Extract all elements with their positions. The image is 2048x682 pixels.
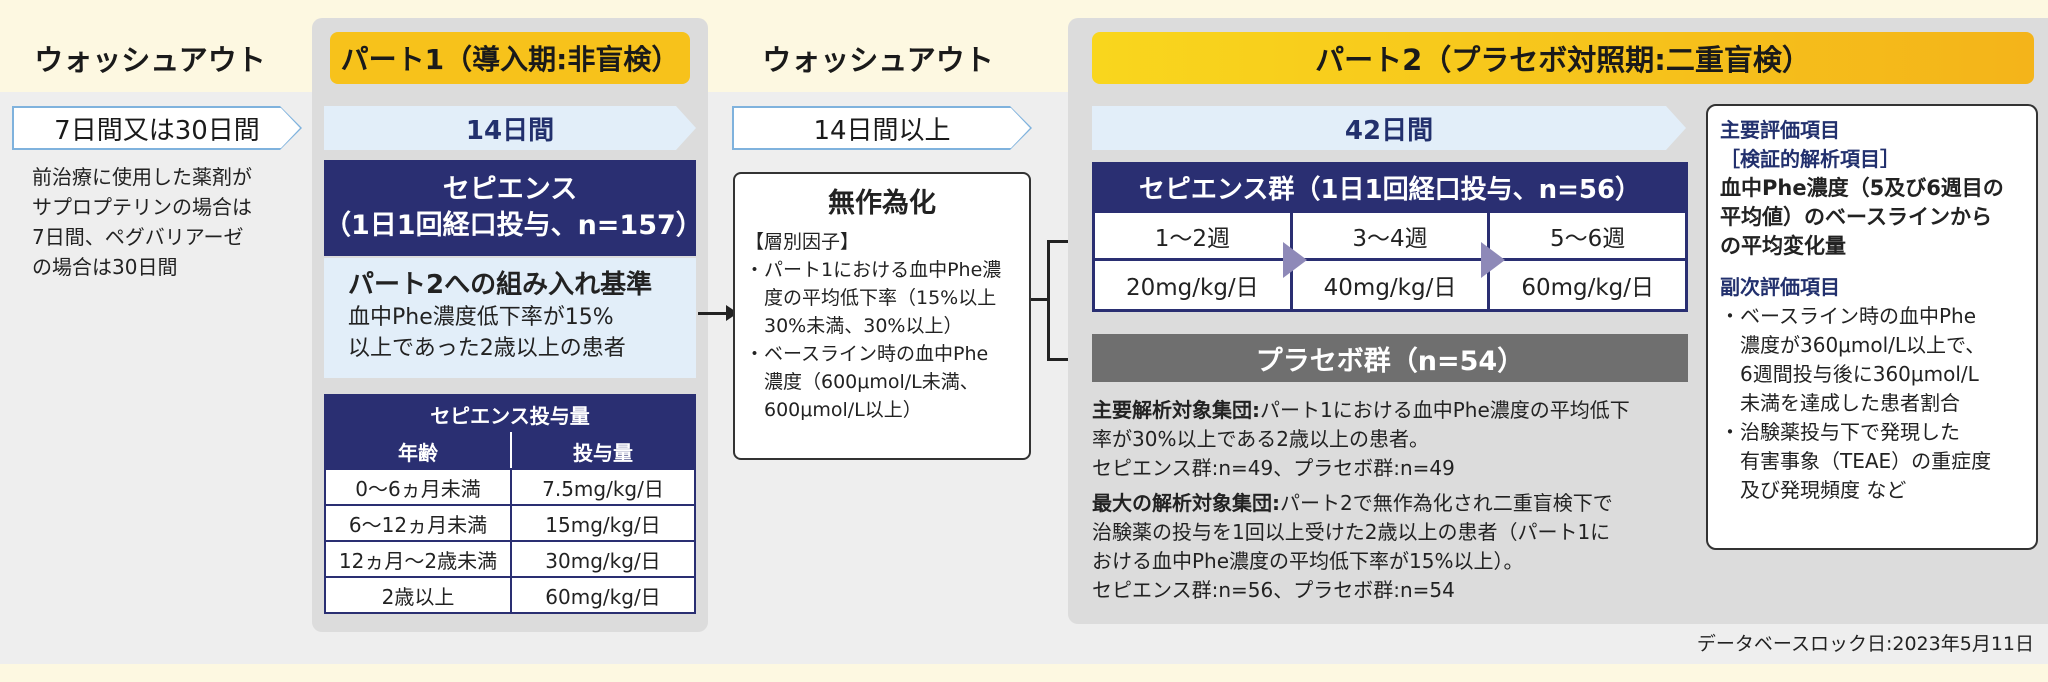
primary-line: の平均変化量	[1720, 234, 1846, 258]
full-analysis-text: 治験薬の投与を1回以上受けた2歳以上の患者（パート1に	[1092, 520, 1611, 544]
secondary-line: ・治験薬投与下で発現した	[1720, 420, 1960, 444]
full-analysis-text: おける血中Phe濃度の平均低下率が15%以上）。	[1092, 549, 1524, 573]
primary-endpoint-subtitle: ［検証的解析項目］	[1720, 147, 1900, 171]
washout1-note-line: サプロプテリンの場合は	[32, 195, 252, 219]
part1-drug-name: セピエンス	[442, 174, 578, 205]
step-arrow-icon	[1481, 242, 1505, 278]
strat-line: 濃度（600μmol/L未満、	[745, 371, 979, 393]
dose-table-header-row: 年齢 投与量	[324, 432, 696, 470]
part1-duration: 14日間	[324, 106, 696, 150]
strat-line: ・パート1における血中Phe濃	[745, 259, 1002, 281]
primary-endpoint-text: 血中Phe濃度（5及び6週目の 平均値）のベースラインから の平均変化量	[1720, 174, 2024, 261]
database-lock-date: データベースロック日:2023年5月11日	[1696, 633, 2034, 655]
dose-table-cell: 60mg/kg/日	[510, 576, 696, 614]
secondary-endpoint-title: 副次評価項目	[1720, 275, 1840, 299]
dose-table-header: 投与量	[510, 432, 696, 470]
criteria-title: パート2への組み入れ基準	[348, 270, 653, 300]
titration-step-1: 1～2週 20mg/kg/日	[1095, 213, 1293, 309]
part2-duration: 42日間	[1092, 106, 1686, 150]
part2-title: パート2（プラセボ対照期:二重盲検）	[1092, 32, 2034, 84]
full-analysis-line: 最大の解析対象集団:パート2で無作為化され二重盲検下で	[1092, 489, 1692, 518]
washout1-note: 前治療に使用した薬剤が サプロプテリンの場合は 7日間、ペグバリアーゼ の場合は…	[32, 162, 292, 282]
titration-dose: 60mg/kg/日	[1521, 275, 1655, 301]
secondary-line: 濃度が360μmol/L以上で、	[1720, 333, 1986, 357]
titration-grid: 1～2週 20mg/kg/日 3～4週 40mg/kg/日 5～6週 60mg/…	[1092, 210, 1688, 312]
secondary-line: 6週間投与後に360μmol/L	[1720, 362, 1979, 386]
titration-step-2: 3～4週 40mg/kg/日	[1292, 213, 1491, 309]
dose-table-title: セピエンス投与量	[324, 394, 696, 434]
dose-table-cell: 15mg/kg/日	[510, 504, 696, 542]
washout1-note-line: 7日間、ペグバリアーゼ	[32, 225, 244, 249]
primary-line: 血中Phe濃度（5及び6週目の	[1720, 176, 2004, 200]
full-analysis-counts: セピエンス群:n=56、プラセボ群:n=54	[1092, 578, 1455, 602]
branch-to-placebo	[1047, 358, 1073, 361]
stratification-label: 【層別因子】	[745, 231, 860, 253]
dose-table-row: 2歳以上 60mg/kg/日	[324, 576, 696, 614]
strat-line: ・ベースライン時の血中Phe	[745, 343, 989, 365]
dose-table: 年齢 投与量 0～6ヵ月未満 7.5mg/kg/日 6～12ヵ月未満 15mg/…	[324, 432, 696, 614]
step-arrow-icon	[1283, 242, 1307, 278]
secondary-line: ・ベースライン時の血中Phe	[1720, 304, 1977, 328]
primary-line: 平均値）のベースラインから	[1720, 205, 1992, 229]
branch-connector	[1031, 298, 1049, 301]
titration-step-3: 5～6週 60mg/kg/日	[1490, 213, 1686, 309]
titration-week: 5～6週	[1490, 213, 1686, 261]
endpoints-box: 主要評価項目 ［検証的解析項目］ 血中Phe濃度（5及び6週目の 平均値）のベー…	[1706, 104, 2038, 550]
titration-week: 3～4週	[1292, 213, 1488, 261]
washout1-note-line: 前治療に使用した薬剤が	[32, 165, 252, 189]
secondary-line: 未満を達成した患者割合	[1720, 391, 1960, 415]
main-analysis-text: 率が30%以上である2歳以上の患者。	[1092, 427, 1429, 451]
dose-table-row: 12ヵ月～2歳未満 30mg/kg/日	[324, 540, 696, 578]
dose-table-cell: 2歳以上	[324, 576, 512, 614]
main-analysis-counts: セピエンス群:n=49、プラセボ群:n=49	[1092, 456, 1455, 480]
active-arm-title: セピエンス群（1日1回経口投与、n=56）	[1092, 162, 1688, 212]
branch-to-active	[1047, 240, 1073, 243]
strat-line: 30%未満、30%以上）	[745, 315, 963, 337]
main-analysis-text: パート1における血中Phe濃度の平均低下	[1260, 398, 1630, 422]
dose-table-header: 年齢	[324, 432, 512, 470]
criteria-line: 血中Phe濃度低下率が15%	[348, 305, 614, 330]
washout1-duration-arrow: 7日間又は30日間	[12, 106, 302, 150]
randomization-box: 無作為化 【層別因子】 ・パート1における血中Phe濃 度の平均低下率（15%以…	[733, 172, 1031, 460]
part1-drug-regimen: （1日1回経口投与、n=157）	[324, 210, 703, 241]
part1-criteria-box: パート2への組み入れ基準 血中Phe濃度低下率が15% 以上であった2歳以上の患…	[324, 258, 696, 378]
dose-table-cell: 12ヵ月～2歳未満	[324, 540, 512, 578]
washout1-duration: 7日間又は30日間	[14, 108, 300, 148]
full-analysis-text: パート2で無作為化され二重盲検下で	[1280, 491, 1613, 515]
stratification-factors: ・パート1における血中Phe濃 度の平均低下率（15%以上 30%未満、30%以…	[745, 256, 1019, 424]
dose-table-row: 0～6ヵ月未満 7.5mg/kg/日	[324, 468, 696, 506]
dose-table-cell: 7.5mg/kg/日	[510, 468, 696, 506]
analysis-populations: 主要解析対象集団:パート1における血中Phe濃度の平均低下 率が30%以上である…	[1092, 396, 1692, 605]
titration-dose: 40mg/kg/日	[1323, 275, 1457, 301]
main-analysis-line: 主要解析対象集団:パート1における血中Phe濃度の平均低下	[1092, 396, 1692, 425]
part1-title: パート1（導入期:非盲検）	[330, 32, 690, 84]
dose-table-row: 6～12ヵ月未満 15mg/kg/日	[324, 504, 696, 542]
washout2-title: ウォッシュアウト	[762, 43, 994, 77]
full-analysis-label: 最大の解析対象集団:	[1092, 491, 1280, 515]
dose-table-cell: 30mg/kg/日	[510, 540, 696, 578]
part1-drug-box: セピエンス （1日1回経口投与、n=157）	[324, 160, 703, 256]
washout1-title: ウォッシュアウト	[34, 43, 266, 77]
strat-line: 600μmol/L以上）	[745, 399, 922, 421]
secondary-line: 有害事象（TEAE）の重症度	[1720, 449, 1992, 473]
criteria-line: 以上であった2歳以上の患者	[348, 336, 626, 361]
dose-table-cell: 0～6ヵ月未満	[324, 468, 512, 506]
secondary-line: 及び発現頻度 など	[1720, 478, 1907, 502]
randomization-title: 無作為化	[828, 188, 936, 219]
titration-week: 1～2週	[1095, 213, 1290, 261]
dose-table-cell: 6～12ヵ月未満	[324, 504, 512, 542]
primary-endpoint-title: 主要評価項目	[1720, 118, 1840, 142]
secondary-endpoint-text: ・ベースライン時の血中Phe 濃度が360μmol/L以上で、 6週間投与後に3…	[1720, 302, 2024, 505]
strat-line: 度の平均低下率（15%以上	[745, 287, 997, 309]
placebo-arm: プラセボ群（n=54）	[1092, 334, 1688, 382]
titration-dose: 20mg/kg/日	[1125, 275, 1259, 301]
washout1-note-line: の場合は30日間	[32, 255, 178, 279]
washout2-duration: 14日間以上	[734, 108, 1030, 148]
arrow-to-randomization	[698, 312, 730, 315]
main-analysis-label: 主要解析対象集団:	[1092, 398, 1260, 422]
branch-vertical	[1047, 240, 1050, 360]
washout2-duration-arrow: 14日間以上	[732, 106, 1032, 150]
